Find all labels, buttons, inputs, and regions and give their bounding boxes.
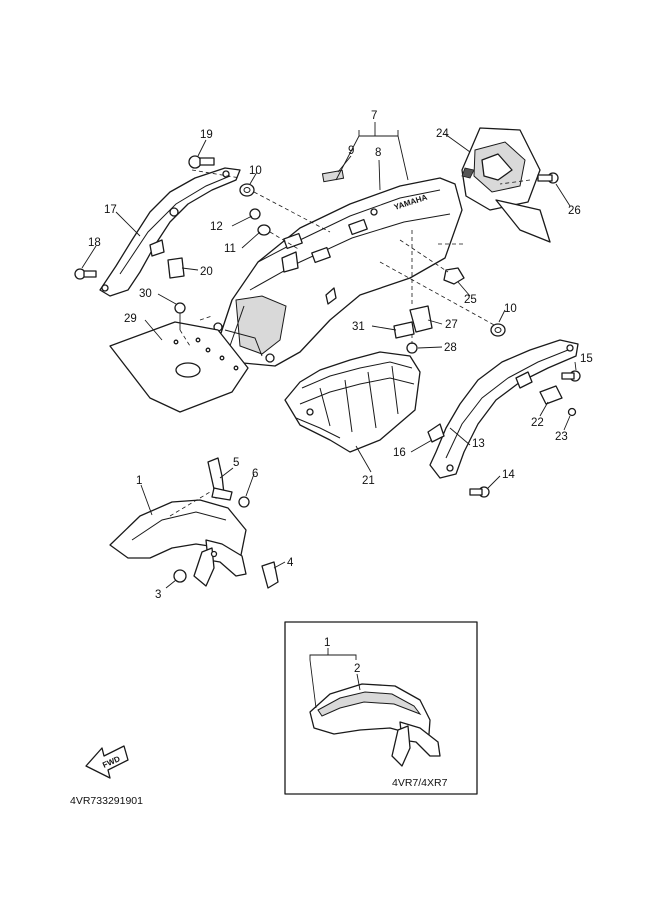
variant-inset-box [284,621,478,795]
callout-14: 14 [502,469,515,481]
left-fender-stay [99,167,241,297]
fwd-arrow: FWD [85,745,129,779]
callout-17: 17 [104,204,117,216]
tail-light [461,127,551,243]
callout-21: 21 [362,475,375,487]
rear-mud-flap [109,321,249,413]
callout-18: 18 [88,237,101,249]
front-fender [109,499,247,587]
assembly-lines [169,169,531,517]
callout-3: 3 [155,589,161,601]
callout-19: 19 [200,129,213,141]
diagram-code: 4VR733291901 [70,795,143,807]
callout-labels: 1 3 4 5 6 7 8 9 10 10 11 12 13 14 15 16 … [88,110,593,789]
inset-callout-2: 2 [354,663,360,675]
callout-6: 6 [252,468,258,480]
callout-22: 22 [531,417,544,429]
callout-5: 5 [233,457,239,469]
callout-12: 12 [210,221,223,233]
callout-28: 28 [444,342,457,354]
rear-fender: YAMAHA [211,169,463,367]
callout-27: 27 [445,319,458,331]
callout-26: 26 [568,205,581,217]
callout-13: 13 [472,438,485,450]
callout-24: 24 [436,128,449,140]
callout-11: 11 [224,243,236,255]
callout-9: 9 [348,145,354,157]
fasteners [74,155,581,589]
inset-callout-1: 1 [324,637,330,649]
callout-10-top: 10 [249,165,262,177]
callout-1: 1 [136,475,142,487]
callout-7: 7 [371,110,377,122]
callout-8: 8 [375,147,381,159]
callout-10-right: 10 [504,303,517,315]
leader-lines [81,122,577,709]
callout-16: 16 [393,447,406,459]
callout-25: 25 [464,294,477,306]
callout-20: 20 [200,266,213,278]
callout-31: 31 [352,321,365,333]
callout-15: 15 [580,353,593,365]
inset-model-label: 4VR7/4XR7 [392,777,448,789]
fender-bracket [207,457,233,501]
right-fender-stay [429,339,579,479]
inner-mudguard [284,351,421,453]
callout-30: 30 [139,288,152,300]
callout-4: 4 [287,557,294,569]
callout-29: 29 [124,313,137,325]
callout-23: 23 [555,431,568,443]
